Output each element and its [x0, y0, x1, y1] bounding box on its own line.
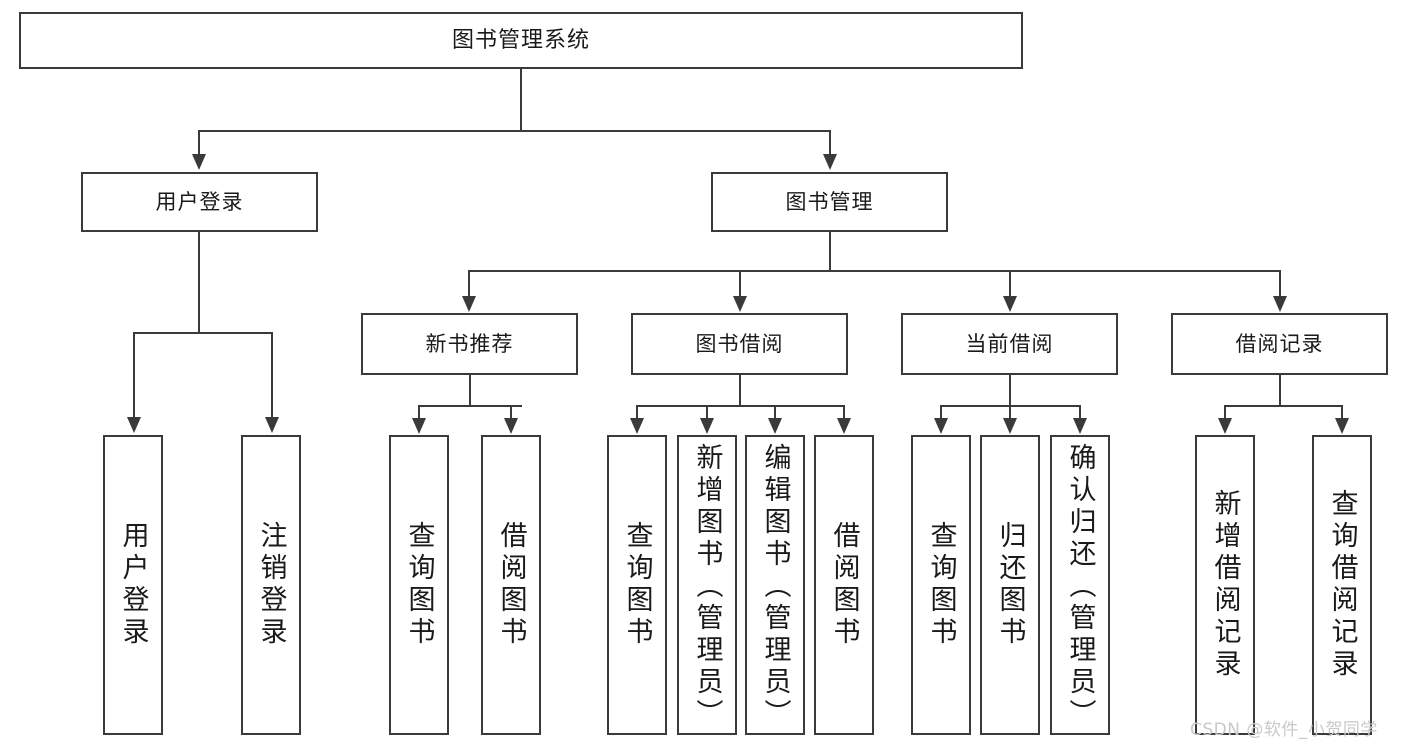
node-label: 归还图书	[994, 521, 1026, 649]
arrow-root-to-book-manage	[823, 154, 837, 170]
node-root-system[interactable]: 图书管理系统	[19, 12, 1023, 69]
node-label: 图书借阅	[695, 331, 784, 356]
edge-new-book-stem	[469, 375, 471, 406]
leaf-user-login[interactable]: 用户登录	[103, 435, 163, 735]
node-label: 查询图书	[403, 521, 435, 649]
edge-user-login-to-leaf-1	[133, 332, 135, 419]
edge-current-borrow-to-leaf-3	[1079, 405, 1081, 420]
arrow-book-manage-to-borrow-book	[733, 296, 747, 312]
edge-user-login-stem	[198, 232, 200, 333]
node-new-book-recommend[interactable]: 新书推荐	[361, 313, 578, 375]
edge-borrow-record-to-leaf-2	[1341, 405, 1343, 420]
edge-current-borrow-to-leaf-2	[1009, 405, 1011, 420]
node-label: 用户登录	[155, 189, 244, 214]
node-label: 用户登录	[117, 521, 149, 649]
node-current-borrow[interactable]: 当前借阅	[901, 313, 1118, 375]
arrow-book-borrow-to-leaf-3	[768, 418, 782, 434]
arrow-book-manage-to-borrow-record	[1273, 296, 1287, 312]
edge-book-borrow-to-leaf-2	[706, 405, 708, 420]
node-label: 当前借阅	[965, 331, 1054, 356]
edge-root-to-user-login	[198, 130, 200, 156]
node-user-login[interactable]: 用户登录	[81, 172, 318, 232]
node-label: 确认归还（管理员）	[1064, 443, 1096, 731]
leaf-record-query-borrow-record[interactable]: 查询借阅记录	[1312, 435, 1372, 735]
leaf-new-book-borrow-book[interactable]: 借阅图书	[481, 435, 541, 735]
edge-book-manage-to-new-book	[468, 270, 470, 298]
edge-book-borrow-to-leaf-3	[774, 405, 776, 420]
edge-borrow-record-stem	[1279, 375, 1281, 406]
arrow-current-borrow-to-leaf-3	[1073, 418, 1087, 434]
edge-book-manage-to-borrow-record	[1279, 270, 1281, 298]
edge-book-borrow-to-leaf-4	[843, 405, 845, 420]
leaf-new-book-query-book[interactable]: 查询图书	[389, 435, 449, 735]
edge-root-to-book-manage	[829, 130, 831, 156]
leaf-borrow-borrow-book[interactable]: 借阅图书	[814, 435, 874, 735]
arrow-root-to-user-login	[192, 154, 206, 170]
arrow-book-borrow-to-leaf-2	[700, 418, 714, 434]
arrow-book-manage-to-current-borrow	[1003, 296, 1017, 312]
edge-book-borrow-to-leaf-1	[636, 405, 638, 420]
edge-user-login-to-leaf-2	[271, 332, 273, 419]
arrow-current-borrow-to-leaf-1	[934, 418, 948, 434]
leaf-borrow-query-book[interactable]: 查询图书	[607, 435, 667, 735]
leaf-borrow-edit-book-admin[interactable]: 编辑图书（管理员）	[745, 435, 805, 735]
edge-book-borrow-bus	[636, 405, 844, 407]
edge-borrow-record-to-leaf-1	[1224, 405, 1226, 420]
node-label: 借阅记录	[1235, 331, 1324, 356]
edge-new-book-to-leaf-1	[418, 405, 420, 420]
node-label: 编辑图书（管理员）	[759, 443, 791, 731]
edge-new-book-to-leaf-2	[510, 405, 512, 420]
arrow-book-manage-to-new-book	[462, 296, 476, 312]
arrow-user-login-to-leaf-1	[127, 417, 141, 433]
leaf-logout-login[interactable]: 注销登录	[241, 435, 301, 735]
node-label: 借阅图书	[828, 521, 860, 649]
edge-book-manage-to-current-borrow	[1009, 270, 1011, 298]
node-label: 借阅图书	[495, 521, 527, 649]
csdn-watermark: CSDN @软件_小贺同学	[1190, 720, 1378, 740]
node-borrow-record[interactable]: 借阅记录	[1171, 313, 1388, 375]
leaf-current-return-book[interactable]: 归还图书	[980, 435, 1040, 735]
arrow-current-borrow-to-leaf-2	[1003, 418, 1017, 434]
arrow-borrow-record-to-leaf-2	[1335, 418, 1349, 434]
node-label: 查询借阅记录	[1326, 489, 1358, 681]
edge-book-manage-stem	[829, 232, 831, 271]
edge-root-bus	[198, 130, 831, 132]
arrow-new-book-to-leaf-1	[412, 418, 426, 434]
node-label: 图书管理	[785, 189, 874, 214]
leaf-current-query-book[interactable]: 查询图书	[911, 435, 971, 735]
arrow-new-book-to-leaf-2	[504, 418, 518, 434]
edge-new-book-bus	[418, 405, 522, 407]
node-label: 查询图书	[925, 521, 957, 649]
node-label: 新增借阅记录	[1209, 489, 1241, 681]
node-label: 查询图书	[621, 521, 653, 649]
edge-user-login-bus	[133, 332, 272, 334]
leaf-current-confirm-return-admin[interactable]: 确认归还（管理员）	[1050, 435, 1110, 735]
node-label: 新增图书（管理员）	[691, 443, 723, 731]
leaf-record-add-borrow-record[interactable]: 新增借阅记录	[1195, 435, 1255, 735]
edge-current-borrow-stem	[1009, 375, 1011, 406]
edge-book-borrow-stem	[739, 375, 741, 406]
arrow-borrow-record-to-leaf-1	[1218, 418, 1232, 434]
node-book-management[interactable]: 图书管理	[711, 172, 948, 232]
arrow-book-borrow-to-leaf-4	[837, 418, 851, 434]
node-label: 图书管理系统	[451, 27, 590, 53]
edge-root-stem	[520, 69, 522, 131]
arrow-user-login-to-leaf-2	[265, 417, 279, 433]
node-label: 新书推荐	[425, 331, 514, 356]
edge-book-manage-to-borrow-book	[739, 270, 741, 298]
edge-borrow-record-bus	[1224, 405, 1342, 407]
node-book-borrow[interactable]: 图书借阅	[631, 313, 848, 375]
edge-current-borrow-to-leaf-1	[940, 405, 942, 420]
arrow-book-borrow-to-leaf-1	[630, 418, 644, 434]
node-label: 注销登录	[255, 521, 287, 649]
leaf-borrow-add-book-admin[interactable]: 新增图书（管理员）	[677, 435, 737, 735]
edge-book-manage-bus	[468, 270, 1280, 272]
